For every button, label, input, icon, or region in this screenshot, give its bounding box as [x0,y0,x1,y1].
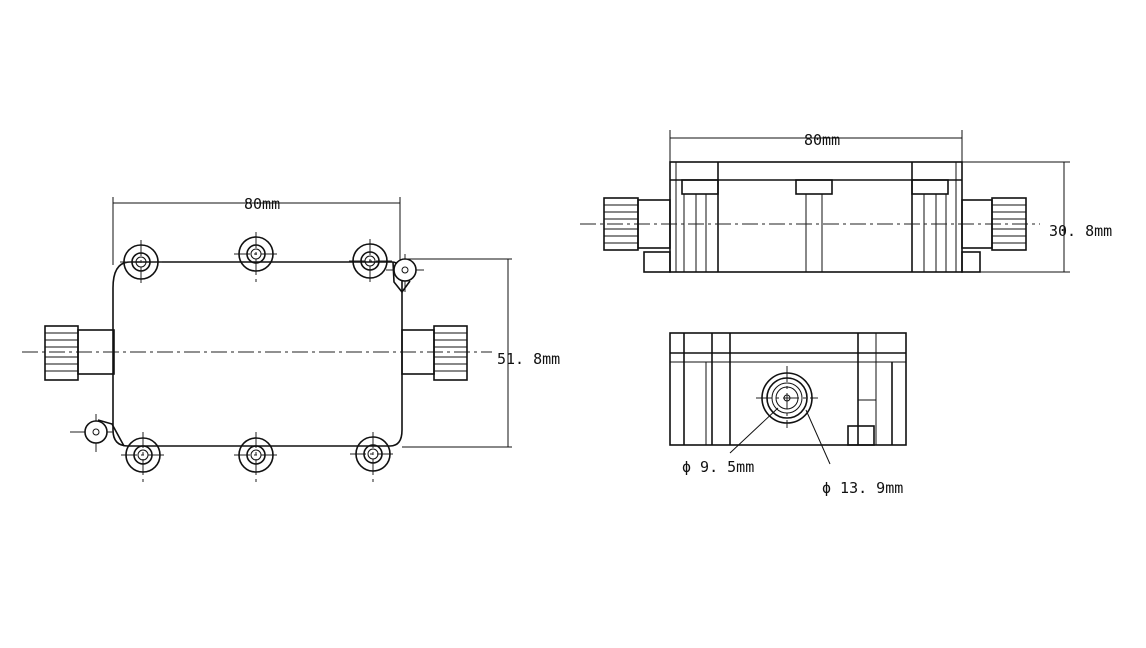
screw-boss-top-left [120,240,162,285]
side-width-dimension: 80mm [669,130,963,170]
screw-boss-bottom-left [121,432,166,483]
left-cable-gland [44,325,115,381]
screw-boss-top-middle [234,232,278,282]
enclosure-body-outline [112,261,403,447]
side-width-label: 80mm [804,131,840,149]
cable-opening [756,366,818,428]
lid-hinge-top-right [386,254,424,294]
side-left-cable-gland [603,197,671,251]
top-height-dimension: 51. 8mm [402,258,560,448]
top-width-label: 80mm [244,195,280,213]
top-view: 80mm [22,195,560,483]
side-body-outline [669,161,963,273]
side-view: 80mm [580,130,1112,273]
right-cable-gland [401,325,468,381]
screw-boss-top-right [349,239,392,285]
outer-diameter-label: ϕ 13. 9mm [822,479,903,497]
top-height-label: 51. 8mm [497,350,560,368]
screw-boss-bottom-right [350,432,396,482]
inner-diameter-label: ϕ 9. 5mm [682,458,754,476]
end-view: ϕ 9. 5mm ϕ 13. 9mm [669,332,907,497]
lid-hinge-bottom-left [70,414,125,452]
screw-boss-bottom-middle [234,432,278,483]
side-right-cable-gland [961,197,1027,251]
side-height-dimension: 30. 8mm [962,161,1112,273]
top-width-dimension: 80mm [112,195,401,265]
end-body-outline [669,332,907,446]
side-height-label: 30. 8mm [1049,222,1112,240]
